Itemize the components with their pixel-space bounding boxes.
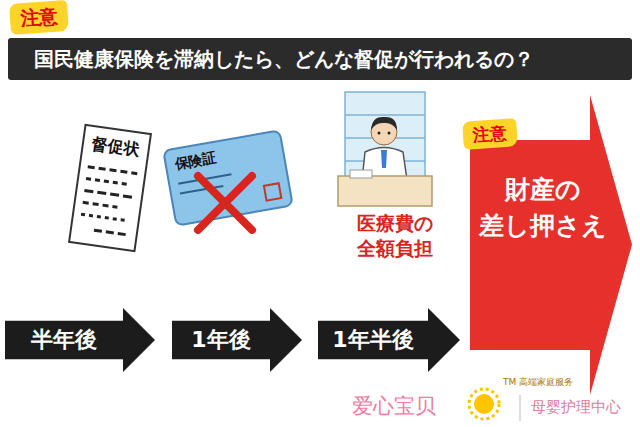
logo bbox=[469, 389, 520, 421]
warning-label: 注意 bbox=[19, 5, 58, 30]
watermark-center: 母婴护理中心 bbox=[531, 398, 621, 418]
step-arrow-body bbox=[5, 308, 155, 372]
shelf-line bbox=[345, 114, 425, 116]
card-stamp bbox=[264, 183, 281, 200]
timeline-arrow: 1年半後 bbox=[318, 308, 460, 372]
step-text-box: 1年半後 bbox=[318, 308, 428, 372]
document-title: 督促状 bbox=[82, 133, 150, 163]
timeline-arrow: 半年後 bbox=[5, 308, 155, 372]
step-label: 1年半後 bbox=[332, 327, 413, 353]
step-arrow-body bbox=[318, 308, 460, 372]
timeline-arrow: 1年後 bbox=[172, 308, 302, 372]
step-label: 1年後 bbox=[191, 327, 250, 353]
doctor-eye bbox=[378, 132, 381, 135]
paper-line bbox=[88, 167, 138, 174]
big-arrow-body bbox=[470, 95, 632, 395]
doctor-tie bbox=[381, 150, 387, 168]
desk bbox=[338, 176, 432, 206]
doctor-eye bbox=[388, 132, 391, 135]
card-title: 保険証 bbox=[173, 144, 239, 173]
paper-line bbox=[84, 190, 134, 197]
warning-badge: 注意 bbox=[11, 2, 67, 32]
cross-mark bbox=[198, 176, 252, 230]
warning-label: 注意 bbox=[472, 123, 507, 146]
paper-line bbox=[83, 202, 118, 207]
step-text-box: 半年後 bbox=[5, 308, 123, 372]
warning-badge: 注意 bbox=[464, 120, 516, 148]
logo-sun bbox=[474, 394, 494, 414]
title-text: 国民健康保険を滞納したら、どんな督促が行われるの？ bbox=[8, 46, 534, 73]
result-arrow: 財産の 差し押さえ 注意 bbox=[465, 92, 635, 397]
paper-line bbox=[86, 179, 129, 185]
paper-line bbox=[81, 214, 128, 221]
big-arrow-label: 財産の 差し押さえ bbox=[475, 172, 610, 245]
consequence-text: 医療費の 全額負担 bbox=[343, 211, 447, 260]
paper-sheet bbox=[69, 125, 151, 251]
title-banner: 国民健康保険を滞納したら、どんな督促が行われるの？ bbox=[8, 38, 632, 80]
paper-line bbox=[94, 230, 129, 235]
step-text-box: 1年後 bbox=[172, 308, 270, 372]
doctor-hair bbox=[371, 117, 397, 130]
notice-paper bbox=[69, 125, 151, 251]
watermark-tagline: TM 高端家庭服务 bbox=[503, 377, 573, 389]
shelf bbox=[345, 92, 425, 182]
doctor-figure bbox=[338, 92, 432, 206]
logo-divider bbox=[520, 395, 521, 421]
watermark-brand: 爱心宝贝 bbox=[352, 393, 436, 420]
step-label: 半年後 bbox=[31, 327, 97, 353]
logo-rays bbox=[469, 389, 499, 419]
desk-paper bbox=[350, 170, 372, 178]
step-arrow-body bbox=[172, 308, 302, 372]
cross-mark bbox=[198, 176, 252, 230]
big-arrow-text-box: 財産の 差し押さえ bbox=[475, 172, 610, 245]
